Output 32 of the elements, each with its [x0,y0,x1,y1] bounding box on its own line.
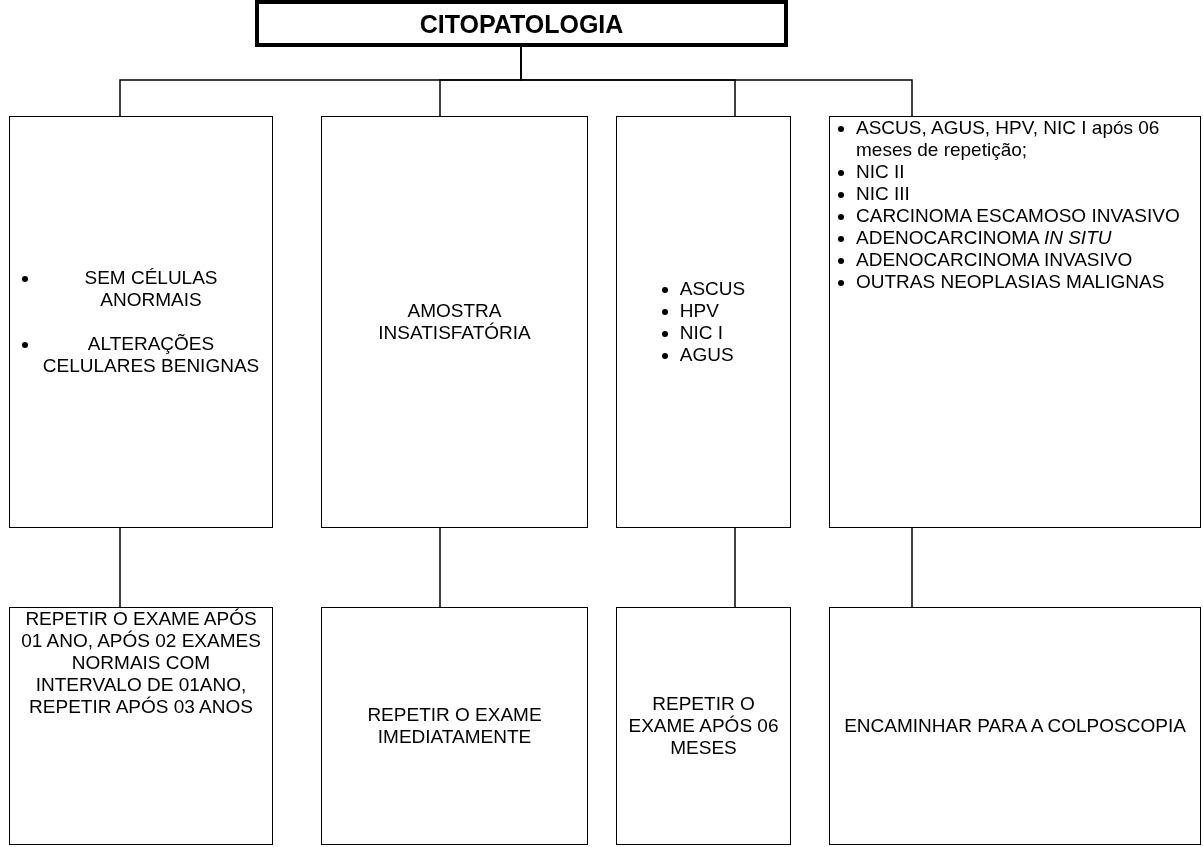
box-text: AMOSTRA INSATISFATÓRIA [377,300,532,344]
list-item-text: NIC III [856,183,910,205]
connector-line [734,527,736,608]
connector-line [911,527,913,608]
list-item-text: NIC I [679,322,724,344]
list-item-text: AGUS [679,344,734,366]
process-box [616,116,791,528]
list-item-text: NIC II [856,161,905,183]
process-box [9,607,273,845]
box-text: REPETIR O EXAME APÓS 06 MESES [627,693,780,759]
list-item-text: ALTERAÇÕES CELULARES BENIGNAS [42,333,260,377]
list-item-text: ASCUS [679,278,746,300]
process-box [321,116,588,528]
list-item-text: SEM CÉLULAS ANORMAIS [83,267,219,311]
box-text: ENCAMINHAR PARA A COLPOSCOPIA [843,715,1187,737]
list-item-text: ADENOCARCINOMA INVASIVO [856,249,1133,271]
connector-line [439,527,441,608]
title-box [255,0,788,47]
process-box [9,116,273,528]
process-box [829,116,1201,528]
connector-line [119,527,121,608]
process-box [616,607,791,845]
list-item-text: ASCUS, AGUS, HPV, NIC I após 06 meses de repetição; [856,117,1161,161]
list-item-text: HPV [679,300,719,322]
list-item-text: ADENOCARCINOMA IN SITU [856,227,1112,249]
box-text: REPETIR O EXAME IMEDIATAMENTE [366,704,543,748]
list-item-text: OUTRAS NEOPLASIAS MALIGNAS [856,271,1165,293]
process-box [321,607,588,845]
process-box [829,607,1201,845]
title-text: CITOPATOLOGIA [419,12,624,35]
list-item-text: CARCINOMA ESCAMOSO INVASIVO [856,205,1180,227]
box-text: REPETIR O EXAME APÓS 01 ANO, APÓS 02 EXAMES NORMAIS COM INTERVALO DE 01ANO, REPETIR APÓS 03 ANOS [20,608,262,718]
